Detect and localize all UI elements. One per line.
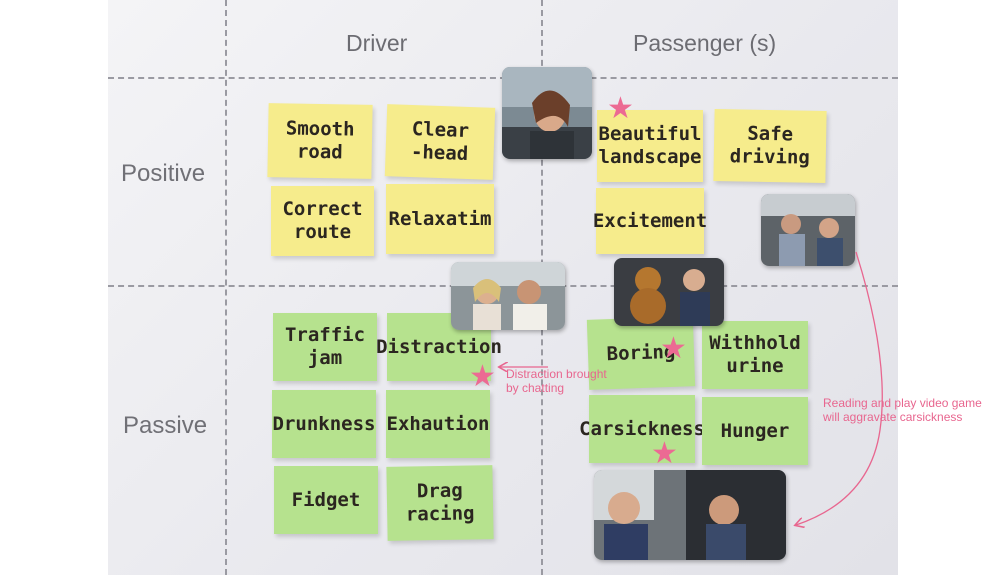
sticky-note-hunger: Hunger [702,397,808,465]
sticky-note-correct-route: Correct route [271,186,374,256]
star-icon-distraction: ★ [469,359,496,394]
photo-couple-arguing [451,262,565,330]
sticky-note-excitement: Excitement [593,188,707,254]
star-icon-beautiful-landscape: ★ [607,91,634,126]
sticky-note-beautiful-landscape: Beautiful landscape [597,110,703,182]
photo-carsick-children [594,470,786,560]
sticky-note-drunkness: Drunkness [272,390,376,458]
photo-woman-in-car [502,67,592,159]
annotation-carsickness: Reading and play video game will aggrava… [823,396,982,424]
grid-line-vertical-left [225,0,227,575]
photo-kids-in-back-seat [761,194,855,266]
sticky-note-withhold-urine: Withhold urine [702,321,808,389]
sticky-note-relaxation: Relaxatim [386,184,494,254]
sticky-note-fidget: Fidget [274,466,378,534]
row-header-passive: Passive [123,412,208,439]
photo-boy-with-teddy-bear [614,258,724,326]
annotation-distraction: Distraction brought by chatting [506,367,607,395]
column-header-passenger: Passenger (s) [633,30,777,56]
sticky-note-traffic-jam: Traffic jam [273,313,377,381]
star-icon-carsickness: ★ [651,436,678,471]
column-header-driver: Driver [346,30,408,56]
sticky-note-exhaustion: Exhaution [386,390,490,458]
row-header-positive: Positive [121,160,206,187]
sticky-note-carsickness: Carsickness [579,395,705,463]
star-icon-boring: ★ [660,331,687,366]
